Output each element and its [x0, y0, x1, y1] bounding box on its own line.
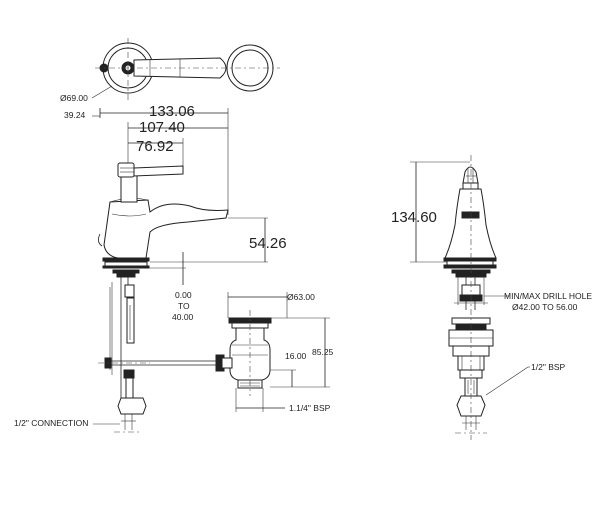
- deck-to-label: TO: [178, 301, 190, 311]
- side-view: 133.06 39.24 107.40 76.92 54.26: [14, 103, 287, 433]
- handle-length-label: 76.92: [136, 138, 174, 155]
- waste-height-label: 85.25: [312, 347, 334, 357]
- front-view: 134.60 MIN/MAX DRILL HOLE Ø42.00 TO 56.0…: [391, 155, 592, 440]
- connection-label: 1/2" CONNECTION: [14, 418, 88, 428]
- drill-hole-range: Ø42.00 TO 56.00: [512, 302, 578, 312]
- total-height-label: 134.60: [391, 209, 437, 226]
- top-diameter-label: Ø69.00: [60, 93, 88, 103]
- waste-inner-height-label: 16.00: [285, 351, 307, 361]
- waste-thread-label: 1.1/4" BSP: [289, 403, 331, 413]
- drill-hole-label: MIN/MAX DRILL HOLE: [504, 291, 592, 301]
- spout-height-label: 54.26: [249, 235, 287, 252]
- overall-length-label: 133.06: [149, 103, 195, 120]
- waste-diameter-label: Ø63.00: [287, 292, 315, 302]
- side-offset-label: 39.24: [64, 110, 86, 120]
- waste-assembly: Ø63.00 85.25 16.00 1.1/4" BSP: [215, 292, 334, 413]
- supply-thread-label: 1/2" BSP: [531, 362, 566, 372]
- deck-max-label: 40.00: [172, 312, 194, 322]
- spout-reach-label: 107.40: [139, 119, 185, 136]
- top-view: Ø69.00: [60, 38, 280, 103]
- deck-min-label: 0.00: [175, 290, 192, 300]
